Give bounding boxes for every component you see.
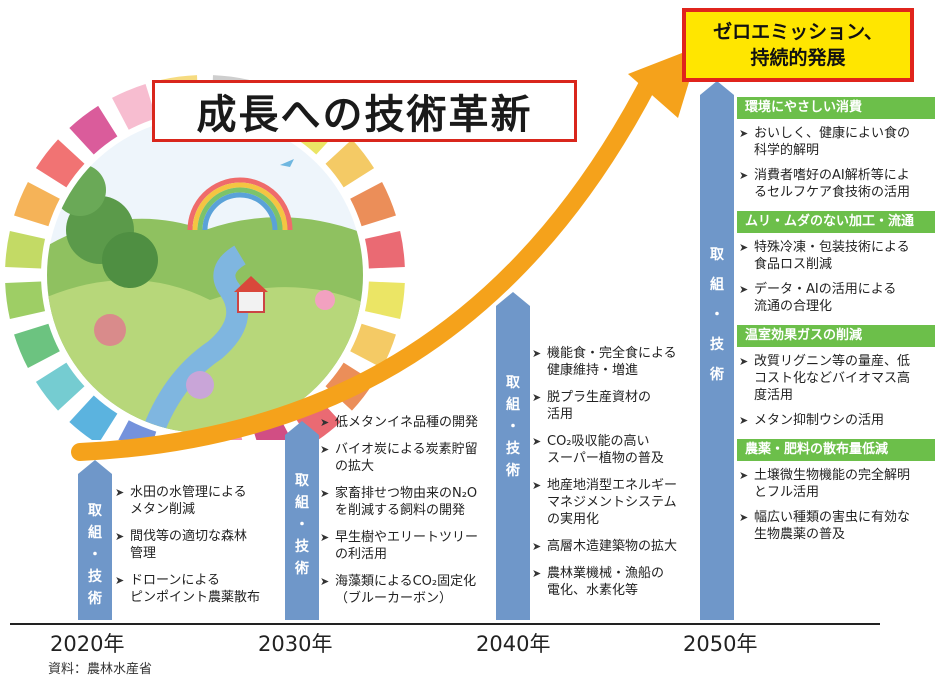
col-2020-list: 水田の水管理によるメタン削減間伐等の適切な森林管理ドローンによるピンポイント農薬… xyxy=(115,484,285,616)
ring-segment xyxy=(112,84,157,130)
pillar-char: 取 xyxy=(295,473,309,489)
pillar-char: 技 xyxy=(710,337,724,353)
pillar-char: 取 xyxy=(88,503,102,519)
pillar-char: 術 xyxy=(506,463,520,479)
pillar-char: 取 xyxy=(506,375,520,391)
category-heading: 温室効果ガスの削減 xyxy=(737,325,935,347)
pillar-char: 組 xyxy=(506,397,520,413)
list-item: 低メタンイネ品種の開発 xyxy=(320,414,495,431)
goal-box: ゼロエミッション、 持続的発展 xyxy=(682,8,914,82)
ring-segment xyxy=(325,139,375,188)
pillar-char: 技 xyxy=(88,569,102,585)
ring-segment xyxy=(118,420,157,440)
ring-segment xyxy=(35,139,85,188)
pillar-char: 術 xyxy=(295,561,309,577)
category-heading: 環境にやさしい消費 xyxy=(737,97,935,119)
year-2050: 2050年 xyxy=(683,632,758,656)
ring-segment xyxy=(5,281,46,319)
goal-line1: ゼロエミッション、 xyxy=(713,21,883,43)
pillar-char: ・ xyxy=(710,307,724,323)
ring-segment xyxy=(364,281,405,319)
list-item: 高層木造建築物の拡大 xyxy=(532,538,697,555)
ring-segment xyxy=(364,231,405,269)
pillar-label-2020: 取組・技術 xyxy=(84,500,106,610)
pillar-label-2040: 取組・技術 xyxy=(502,372,524,482)
landscape-illustration xyxy=(5,75,405,440)
year-2040: 2040年 xyxy=(476,632,551,656)
pillar-label-2030: 取組・技術 xyxy=(291,470,313,580)
pillar-label-2050: 取組・技術 xyxy=(706,240,728,390)
ring-segment xyxy=(350,323,396,368)
ring-segment xyxy=(69,105,118,155)
ring-segment xyxy=(5,231,46,269)
page-title: 成長への技術革新 xyxy=(196,92,533,138)
ring-segment xyxy=(35,362,85,411)
year-2030: 2030年 xyxy=(258,632,333,656)
pillar-char: 術 xyxy=(88,591,102,607)
pillar-char: 技 xyxy=(295,539,309,555)
pillar-char: 組 xyxy=(88,525,102,541)
pillar-char: 取 xyxy=(710,247,724,263)
pillar-char: 術 xyxy=(710,367,724,383)
list-item: 海藻類によるCO₂固定化（ブルーカーボン） xyxy=(320,573,495,607)
pillar-char: 組 xyxy=(295,495,309,511)
pillar-char: 技 xyxy=(506,441,520,457)
col-2030-list: 低メタンイネ品種の開発バイオ炭による炭素貯留の拡大家畜排せつ物由来のN₂Oを削減… xyxy=(320,414,495,617)
pillar-char: ・ xyxy=(506,419,520,435)
ring-segment xyxy=(14,182,60,227)
ring-segment xyxy=(350,182,396,227)
ring-segment xyxy=(14,323,60,368)
list-item: メタン抑制ウシの活用 xyxy=(739,412,937,429)
year-2020: 2020年 xyxy=(50,632,125,656)
category-heading: ムリ・ムダのない加工・流通 xyxy=(737,211,935,233)
goal-line2: 持続的発展 xyxy=(750,47,846,69)
pillar-char: 組 xyxy=(710,277,724,293)
col-2050-list: 環境にやさしい消費おいしく、健康によい食の科学的解明消費者嗜好のAI解析等による… xyxy=(737,97,937,553)
ring-segment xyxy=(69,395,118,440)
source-note: 資料：農林水産省 xyxy=(48,662,153,677)
pillar-char: ・ xyxy=(295,517,309,533)
pillar-char: ・ xyxy=(88,547,102,563)
category-heading: 農薬・肥料の散布量低減 xyxy=(737,439,935,461)
title-box: 成長への技術革新 xyxy=(152,80,577,142)
